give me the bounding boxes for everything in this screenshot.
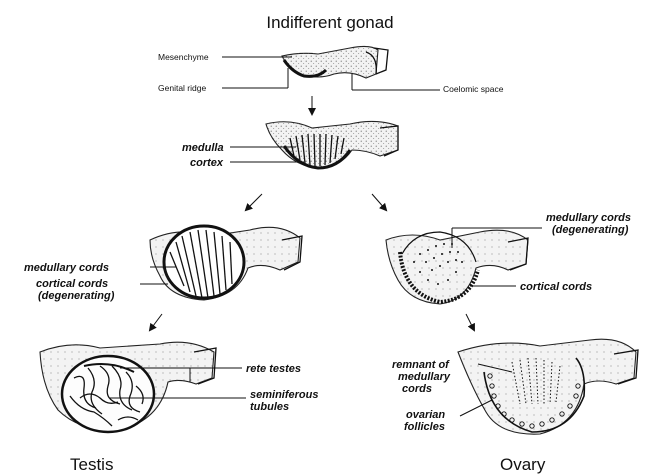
ovary-cortical-cords-label: cortical cords xyxy=(520,281,592,293)
ovary-medullary-cords-label-2: (degenerating) xyxy=(552,224,629,236)
arrow-to-testis-stage xyxy=(246,194,262,210)
indifferent-gonad-drawing xyxy=(282,46,388,78)
mesenchyme-label: Mesenchyme xyxy=(158,52,209,62)
diagram-title: Indifferent gonad xyxy=(266,13,393,32)
seminiferous-tubules-label-1: seminiferous xyxy=(250,389,318,401)
testis-drawing xyxy=(40,342,216,432)
remnant-label-1: remnant of xyxy=(392,359,450,371)
coelomic-space-label: Coelomic space xyxy=(443,84,504,94)
cortical-cords-degenerating-label-1: cortical cords xyxy=(36,278,108,290)
arrow-to-testis xyxy=(150,314,162,330)
cortex-label: cortex xyxy=(190,157,224,169)
genital-ridge-label: Genital ridge xyxy=(158,83,206,93)
remnant-label-3: cords xyxy=(402,383,432,395)
medulla-label: medulla xyxy=(182,142,224,154)
testis-medullary-cords-label: medullary cords xyxy=(24,262,109,274)
arrow-to-ovary-stage xyxy=(372,194,386,210)
stage2-gonad-drawing xyxy=(266,121,398,168)
seminiferous-tubules-label-2: tubules xyxy=(250,401,289,413)
testis-stage-drawing xyxy=(150,226,302,300)
ovarian-follicles-label-1: ovarian xyxy=(406,409,445,421)
ovary-drawing xyxy=(458,339,638,434)
ovary-label: Ovary xyxy=(500,455,546,474)
testis-label: Testis xyxy=(70,455,113,474)
arrow-to-ovary xyxy=(466,314,474,330)
ovary-medullary-cords-label-1: medullary cords xyxy=(546,212,631,224)
remnant-label-2: medullary xyxy=(398,371,451,383)
cortical-cords-degenerating-label-2: (degenerating) xyxy=(38,290,115,302)
ovarian-follicles-label-2: follicles xyxy=(404,421,445,433)
ovary-stage-drawing xyxy=(386,230,528,304)
rete-testes-label: rete testes xyxy=(246,363,301,375)
